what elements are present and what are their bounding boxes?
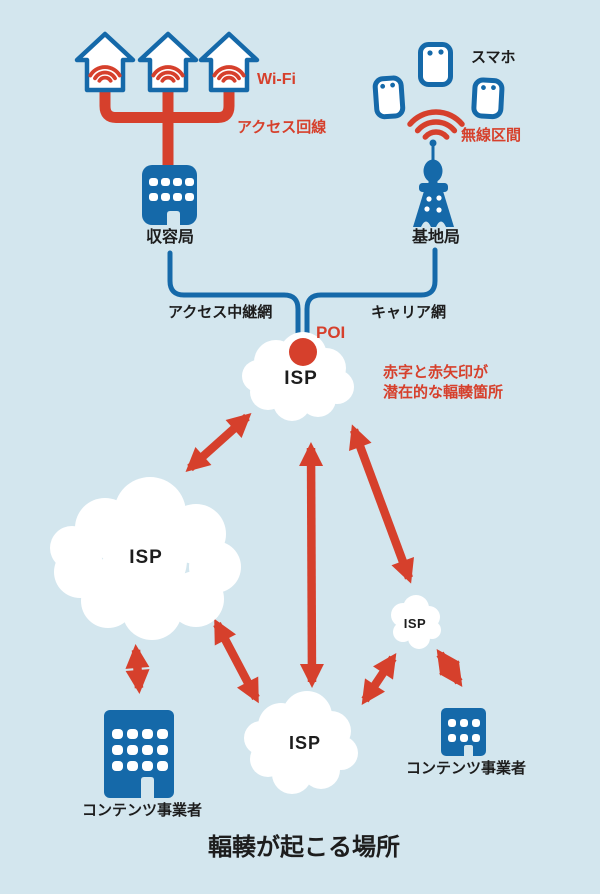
base-station-icon [413, 139, 454, 227]
relay-network-label: アクセス中継網 [168, 304, 273, 321]
smartphone-label: スマホ [471, 49, 516, 66]
central-office-label: 収容局 [145, 229, 195, 246]
congestion-note: 赤字と赤矢印が 潜在的な輻輳箇所 [383, 363, 503, 403]
isp-left-label: ISP [129, 547, 163, 568]
isp-cloud-bottom [244, 691, 358, 794]
wireless-signal-icon [407, 109, 465, 140]
congestion-note-line2: 潜在的な輻輳箇所 [383, 384, 504, 401]
content-provider-right-icon [441, 708, 486, 756]
content-provider-left-icon [104, 710, 174, 798]
isp-cloud-left [50, 477, 241, 640]
poi-dot [289, 338, 317, 366]
congestion-note-line1: 赤字と赤矢印が [383, 364, 489, 381]
wifi-label: Wi-Fi [257, 71, 296, 88]
smartphone-icon [471, 77, 505, 120]
poi-label: POI [316, 323, 346, 342]
access-line-links [99, 88, 235, 167]
isp-cloud-right [391, 595, 441, 649]
page-title: 輻輳が起こる場所 [208, 834, 400, 861]
house-wifi-icon [198, 31, 260, 93]
content-provider-right-label: コンテンツ事業者 [405, 760, 527, 777]
isp-right-label: ISP [403, 616, 427, 631]
smartphone-icon [372, 75, 406, 120]
smartphone-icon [418, 42, 453, 87]
house-wifi-icon [74, 31, 136, 93]
access-line-label: アクセス回線 [237, 119, 327, 136]
carrier-network-label: キャリア網 [371, 304, 447, 321]
base-station-label: 基地局 [411, 229, 461, 246]
congestion-arrows [125, 412, 463, 705]
central-office-icon [142, 165, 197, 225]
isp-bottom-label: ISP [288, 733, 322, 753]
relay-carrier-links [167, 247, 438, 344]
isp-top-label: ISP [284, 368, 318, 389]
house-wifi-icon [137, 31, 199, 93]
isp-cloud-top [242, 332, 354, 421]
wireless-section-label: 無線区間 [461, 127, 522, 144]
content-provider-left-label: コンテンツ事業者 [81, 802, 203, 819]
